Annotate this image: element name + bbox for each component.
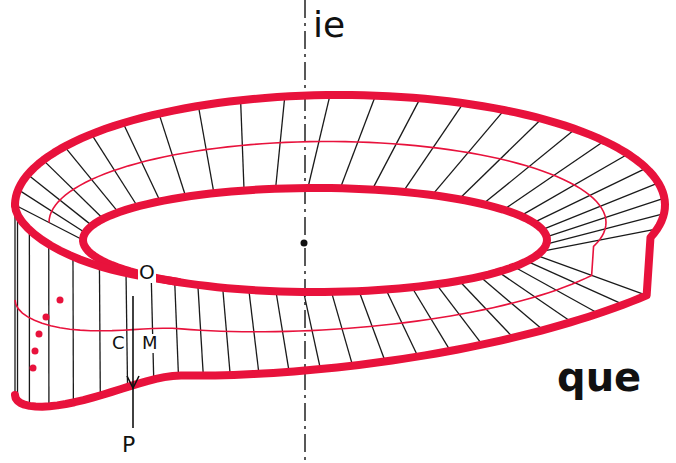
normal-vector — [132, 296, 134, 428]
band-midline — [15, 142, 606, 332]
point-label: M — [141, 334, 159, 353]
point-label: O — [138, 262, 156, 283]
note-text: que — [556, 356, 642, 398]
band-outer-edge — [15, 95, 665, 407]
red-dot — [57, 297, 64, 304]
axis-label: ie — [312, 6, 346, 44]
axis-line — [304, 0, 306, 463]
red-dot — [43, 314, 50, 321]
vector-arrowhead — [127, 376, 139, 388]
band-top-edge — [15, 205, 537, 292]
point-label: C — [111, 334, 126, 353]
axis-point — [301, 240, 308, 247]
point-label: P — [121, 433, 136, 456]
band-figure — [15, 95, 665, 428]
red-dot — [36, 331, 43, 338]
band-inner-edge — [83, 188, 547, 282]
red-dot — [30, 365, 37, 372]
red-dot — [32, 348, 39, 355]
